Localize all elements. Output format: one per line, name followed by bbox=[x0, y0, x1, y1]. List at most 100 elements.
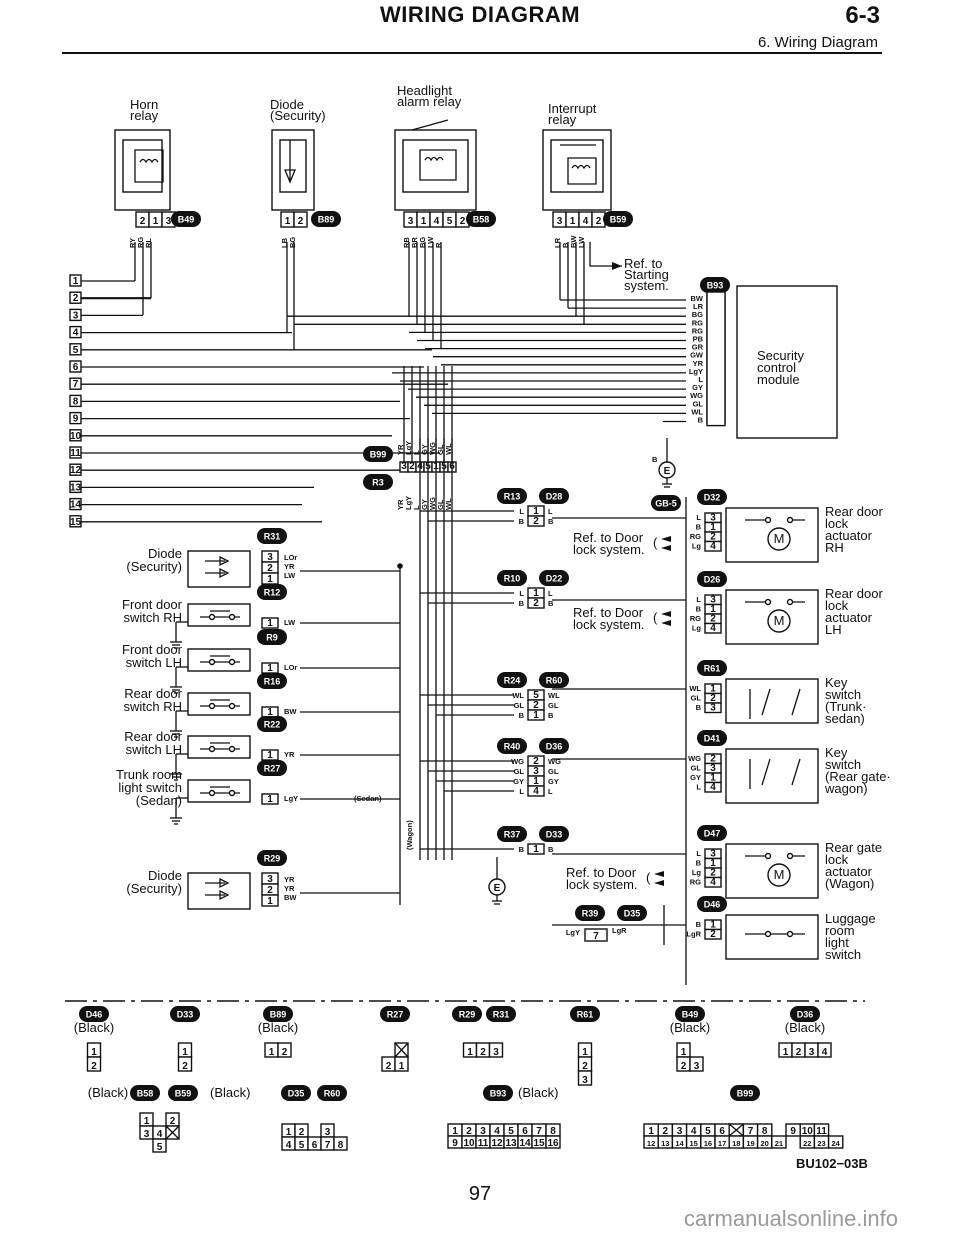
legend-pin-number: 9 bbox=[790, 1126, 796, 1137]
connector-badge-shape bbox=[497, 738, 527, 754]
wire-color: LW bbox=[577, 236, 586, 248]
connector-badge: B58 bbox=[130, 1085, 160, 1101]
legend-pin-number: 3 bbox=[582, 1075, 588, 1086]
wire-color: RG bbox=[690, 614, 701, 623]
legend-pin-number: 4 bbox=[822, 1047, 828, 1058]
line-number: 10 bbox=[70, 431, 82, 442]
legend-pin-number: 1 bbox=[144, 1116, 150, 1127]
connector-badge-label: R13 bbox=[504, 492, 521, 502]
legend-pin-number: 2 bbox=[282, 1047, 288, 1058]
pin-number: 3 bbox=[267, 552, 273, 563]
wire-color: LOr bbox=[284, 663, 297, 672]
pin-number: 2 bbox=[710, 532, 716, 543]
line-number: 1 bbox=[73, 276, 79, 287]
page-title: WIRING DIAGRAM bbox=[379, 2, 581, 27]
wire-color: LW bbox=[284, 618, 296, 627]
header-rule bbox=[62, 52, 882, 54]
legend-pin-number: 23 bbox=[817, 1139, 825, 1148]
right-connector-pin bbox=[704, 781, 722, 793]
bracket: ( bbox=[653, 610, 658, 625]
connector-badge: D41 bbox=[697, 730, 727, 746]
wire-color: GL bbox=[514, 701, 525, 710]
legend-pin-number: 12 bbox=[647, 1139, 655, 1148]
pin-number: 1 bbox=[421, 216, 427, 227]
actuator-box bbox=[725, 914, 819, 960]
connector-badge: B49 bbox=[675, 1006, 705, 1022]
connector-badge-shape bbox=[497, 826, 527, 842]
connector-badge-label: D36 bbox=[797, 1010, 814, 1020]
wire-color: YR bbox=[396, 444, 405, 455]
connector-badge-shape bbox=[497, 488, 527, 504]
component-label: (Rear gate· bbox=[825, 769, 891, 784]
wire-color: GY bbox=[548, 777, 559, 786]
connector-badge-shape bbox=[539, 672, 569, 688]
legend-pin-number: 2 bbox=[386, 1061, 392, 1072]
legend-connector bbox=[817, 1042, 832, 1058]
connector-badge-label: D41 bbox=[704, 734, 721, 744]
connector-badge-shape bbox=[257, 673, 287, 689]
cross-line bbox=[165, 1125, 180, 1140]
r3-wire-color: GY bbox=[420, 499, 429, 510]
connector-badge-label: R39 bbox=[582, 909, 599, 919]
connector-badge-label: R61 bbox=[704, 664, 721, 674]
key-switch-icon bbox=[749, 758, 801, 789]
wire-color: LW bbox=[426, 236, 435, 248]
connector-badge-label: B49 bbox=[178, 215, 195, 225]
switch-contact bbox=[764, 930, 772, 938]
legend-pin-number: 6 bbox=[522, 1126, 528, 1137]
mid-connector-pin bbox=[527, 843, 545, 855]
line-number: 8 bbox=[73, 396, 79, 407]
r3-wire-color: WG bbox=[428, 497, 437, 510]
pin-number: 4 bbox=[533, 786, 539, 797]
legend-pin-number: 7 bbox=[325, 1140, 331, 1151]
line-number: 15 bbox=[70, 517, 82, 528]
connector-badge-shape bbox=[363, 446, 393, 462]
pin-number: 1 bbox=[267, 707, 273, 718]
component-label: Front door bbox=[122, 642, 183, 657]
legend-pin-number: 2 bbox=[582, 1061, 588, 1072]
wire-color: L bbox=[696, 849, 701, 858]
connector-badge-shape bbox=[539, 826, 569, 842]
module-wire-color: LgY bbox=[689, 367, 703, 376]
wire-color: L bbox=[548, 787, 553, 796]
legend-pin-number: 1 bbox=[91, 1047, 97, 1058]
wire-color: WG bbox=[428, 442, 437, 455]
pin-number: 1 bbox=[267, 794, 273, 805]
wire-color: BG bbox=[418, 237, 427, 248]
ref-starting-label: Starting bbox=[624, 267, 669, 282]
component-label: Rear door bbox=[825, 504, 883, 519]
connector-badge-shape bbox=[575, 905, 605, 921]
legend-pin-number: 8 bbox=[762, 1126, 768, 1137]
ref-door-label: Ref. to Door bbox=[566, 865, 637, 880]
wire-color: GL bbox=[691, 764, 702, 773]
connector-badge: D33 bbox=[170, 1006, 200, 1022]
arrow-icon bbox=[661, 611, 671, 626]
connector-badge: R22 bbox=[257, 716, 287, 732]
relay-coil bbox=[411, 119, 457, 181]
connector-badge: R61 bbox=[697, 660, 727, 676]
switch-contact bbox=[208, 613, 216, 621]
connector-badge-label: B58 bbox=[137, 1089, 154, 1099]
component-label: Interrupt bbox=[548, 101, 597, 116]
component-label: Luggage bbox=[825, 911, 876, 926]
connector-badge-label: R31 bbox=[264, 532, 281, 542]
legend-pin-number: 14 bbox=[519, 1138, 531, 1149]
component-label: Rear gate bbox=[825, 840, 882, 855]
legend-pin-number: 3 bbox=[144, 1129, 150, 1140]
legend-pin-number: 5 bbox=[508, 1126, 514, 1137]
pin-number: 4 bbox=[710, 782, 716, 793]
connector-badge-label: GB-5 bbox=[655, 499, 677, 509]
connector-badge: R29 bbox=[257, 850, 287, 866]
wire-color: L bbox=[696, 783, 701, 792]
module-wire-color: GW bbox=[690, 351, 704, 360]
ref-door-label: lock system. bbox=[573, 617, 645, 632]
r3-wire-color: GL bbox=[436, 499, 445, 510]
ref-door-label: Ref. to Door bbox=[573, 530, 644, 545]
legend-pin-number: 1 bbox=[269, 1047, 275, 1058]
component-label: Diode bbox=[148, 868, 182, 883]
wire-color: L bbox=[412, 450, 421, 455]
connector-badge-label: B89 bbox=[270, 1010, 287, 1020]
pin-number: 1 bbox=[710, 604, 716, 615]
motor-label: M bbox=[774, 531, 785, 546]
